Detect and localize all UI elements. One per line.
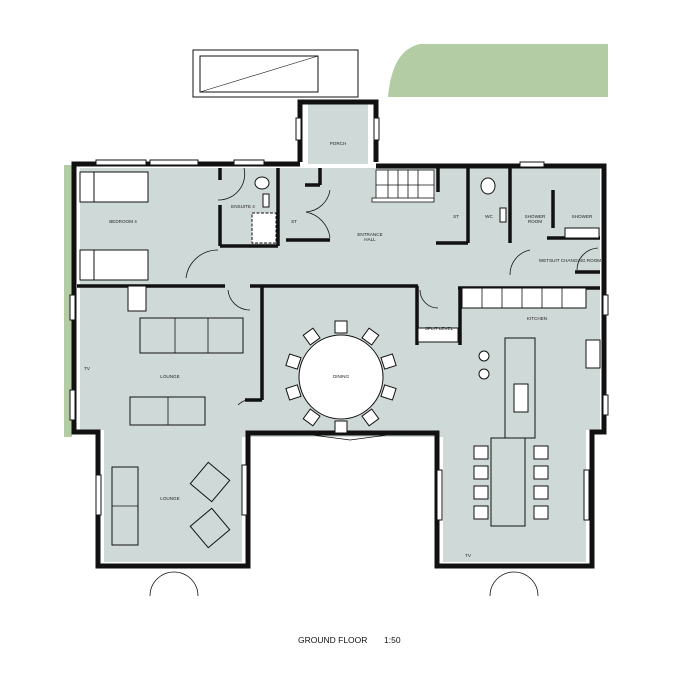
- garden-area: [388, 44, 608, 97]
- dining-chair: [285, 384, 302, 401]
- kitchen-stool: [473, 505, 489, 520]
- kitchen-stool: [533, 485, 549, 500]
- label-split-level: SPLIT LEVEL: [425, 326, 454, 331]
- label-lounge-2: LOUNGE: [160, 496, 179, 501]
- kitchen-stool: [533, 465, 549, 480]
- label-shower: SHOWER: [572, 214, 593, 219]
- door-swings: [149, 167, 599, 597]
- dining-set: [285, 320, 397, 434]
- kitchen-fittings: [417, 287, 601, 527]
- label-lounge-1: LOUNGE: [160, 374, 179, 379]
- dining-chair: [302, 327, 321, 346]
- label-shower-room-2: ROOM: [528, 219, 542, 224]
- lounge-furniture: [111, 285, 244, 549]
- plan-title: GROUND FLOOR: [298, 635, 367, 645]
- label-wc: WC: [485, 214, 493, 219]
- porch: [297, 99, 379, 164]
- kitchen-stool: [473, 465, 489, 480]
- kitchen-stool: [533, 445, 549, 460]
- entrance-canopy: [192, 49, 359, 98]
- bathroom-fixtures: [251, 176, 600, 244]
- plan-scale: 1:50: [384, 635, 401, 645]
- dining-chair: [361, 327, 380, 346]
- kitchen-stool: [473, 485, 489, 500]
- staircase: [371, 169, 435, 203]
- windows: [69, 117, 609, 521]
- label-dining: DINING: [333, 374, 350, 379]
- label-store-1: ST: [291, 219, 297, 224]
- dining-chair: [380, 384, 397, 401]
- label-hall: HALL: [364, 237, 376, 242]
- label-ensuite4: ENSUITE 4: [231, 204, 255, 209]
- kitchen-stool: [473, 445, 489, 460]
- dining-chair: [302, 408, 321, 427]
- label-shower-room-1: SHOWER: [525, 214, 546, 219]
- dining-chair: [380, 353, 397, 370]
- label-porch: PORCH: [330, 141, 347, 146]
- label-bedroom4: BEDROOM 4: [109, 219, 137, 224]
- dining-chair: [361, 408, 380, 427]
- beds: [79, 171, 149, 281]
- kitchen-stool: [533, 505, 549, 520]
- label-entrance: ENTRANCE: [357, 232, 382, 237]
- label-wetsuit: WETSUIT CHANGING ROOM: [539, 258, 601, 263]
- label-tv-2: TV: [465, 553, 472, 558]
- dining-chair: [334, 320, 348, 334]
- label-kitchen: KITCHEN: [527, 316, 547, 321]
- dining-chair: [334, 420, 348, 434]
- garden-strip: [64, 165, 72, 437]
- label-store-2: ST: [453, 214, 459, 219]
- label-tv-1: TV: [84, 366, 91, 371]
- dining-chair: [285, 353, 302, 370]
